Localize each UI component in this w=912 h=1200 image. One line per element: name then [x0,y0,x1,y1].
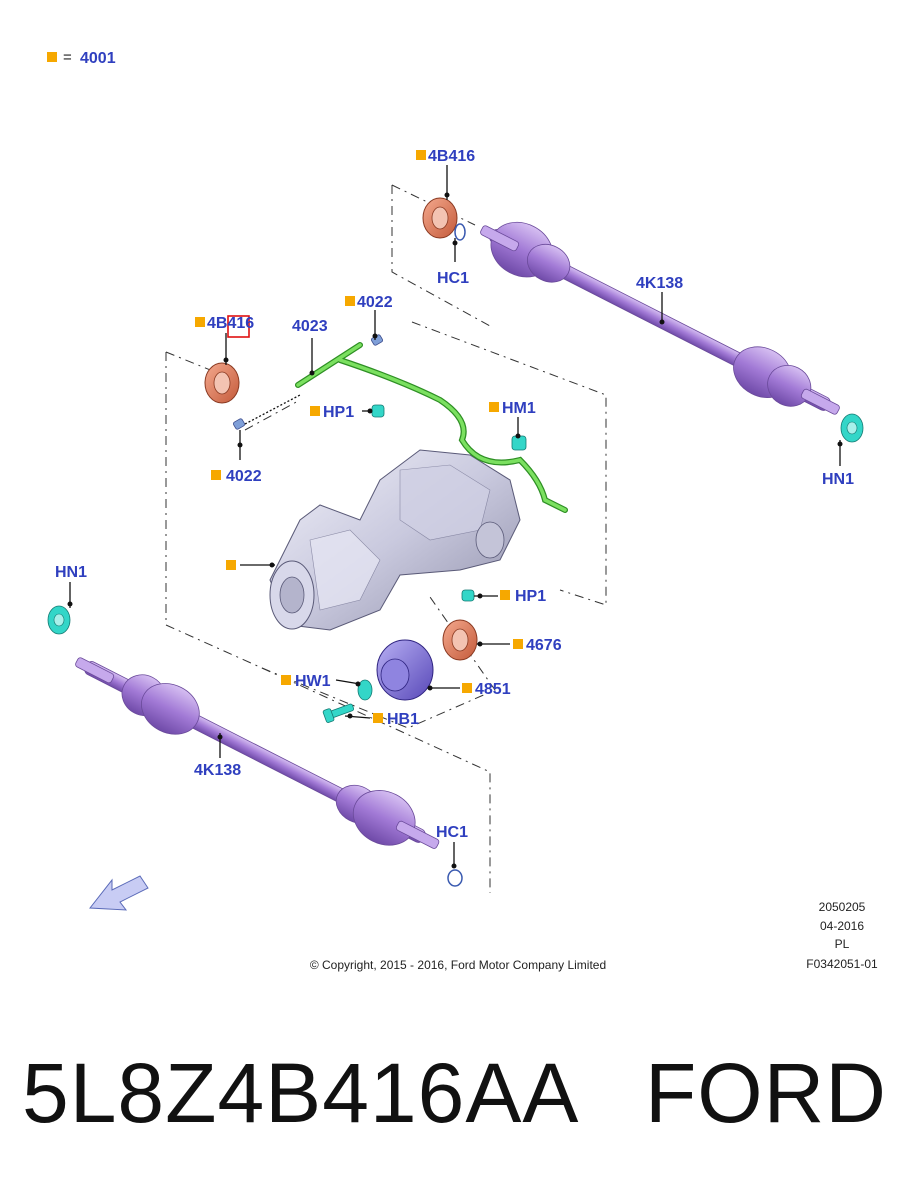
seal-upper [422,197,458,239]
label-seal-upper: 4B416 [428,148,475,165]
seal-flange [442,619,478,661]
legend-marker [47,52,57,62]
info-date: 04-2016 [820,919,864,933]
label-vent-hose: 4023 [292,318,328,335]
marker-connector-top [345,296,355,306]
halfshaft-upper [480,221,840,415]
part-labels: 4B416 HC1 4K138 4B416 4023 4022 HP1 HM1 … [55,148,854,841]
marker-mount [489,402,499,412]
label-circlip-upper: HC1 [437,270,469,287]
info-ref: F0342051-01 [806,957,878,971]
label-nut-right: HN1 [822,471,854,488]
bolt [322,703,355,723]
halfshaft-lower [75,657,440,849]
marker-flange [462,683,472,693]
label-halfshaft-lower: 4K138 [194,762,241,779]
label-seal-left: 4B416 [207,315,254,332]
marker-seal-flange [513,639,523,649]
rear-drive-unit [269,449,521,631]
label-washer: HW1 [295,673,331,690]
legend-code: 4001 [80,50,116,67]
marker-washer [281,675,291,685]
info-code: 2050205 [819,900,866,914]
plug-upper [371,404,385,418]
nut-right [840,413,864,443]
marker-drive-unit [226,560,236,570]
plug-lower [461,589,475,602]
washer [357,679,373,701]
part-number: 5L8Z4B416AA [22,1046,580,1140]
legend: = 4001 [47,49,116,67]
marker-seal-upper [416,150,426,160]
label-bolt: HB1 [387,711,419,728]
marker-seal-left [195,317,205,327]
seal-left [204,362,240,404]
label-circlip-lower: HC1 [436,824,468,841]
info-block: 2050205 04-2016 PL F0342051-01 [806,900,878,971]
info-lang: PL [835,937,850,951]
label-halfshaft-upper: 4K138 [636,275,683,292]
copyright: © Copyright, 2015 - 2016, Ford Motor Com… [310,958,606,972]
direction-arrow-icon [89,875,149,911]
flange [376,639,434,701]
leader-lines [67,165,843,869]
marker-connector-left [211,470,221,480]
nut-left [47,605,71,635]
label-connector-left: 4022 [226,468,262,485]
label-plug-upper: HP1 [323,404,354,421]
legend-equals: = [63,49,72,66]
label-plug-lower: HP1 [515,588,546,605]
label-nut-left: HN1 [55,564,87,581]
vent-hose [295,342,568,513]
brand-name: FORD [645,1046,887,1140]
exploded-parts-diagram: = 4001 [47,49,878,972]
circlip-lower [447,869,463,887]
marker-bolt [373,713,383,723]
circlip-upper [454,223,466,241]
highlight-box [227,315,250,338]
marker-plug-lower [500,590,510,600]
product-caption: 5L8Z4B416AA FORD [0,1045,912,1165]
label-seal-flange: 4676 [526,637,562,654]
label-flange: 4851 [475,681,511,698]
marker-plug-upper [310,406,320,416]
label-connector-top: 4022 [357,294,393,311]
label-mount: HM1 [502,400,536,417]
connector-left [233,418,245,430]
